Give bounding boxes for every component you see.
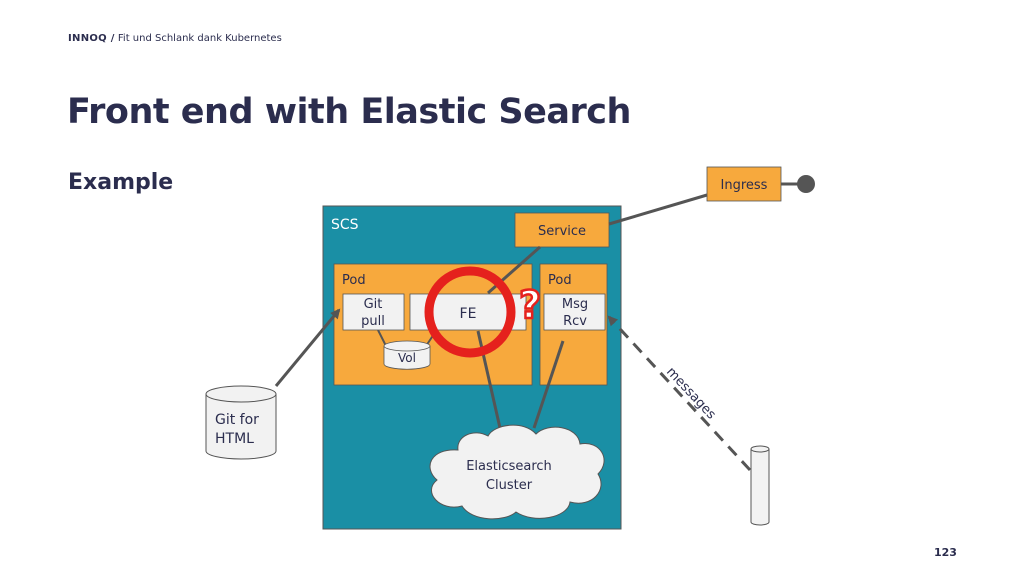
service-label: Service: [538, 224, 586, 239]
elasticsearch-label-1: Elasticsearch: [466, 459, 552, 474]
scs-label: SCS: [331, 217, 359, 233]
question-mark: ?: [519, 283, 541, 327]
messages-arrow: [607, 315, 752, 472]
pod-right-label: Pod: [548, 273, 572, 288]
msg-rcv-label-2: Rcv: [563, 314, 587, 329]
ingress-box: [706, 166, 782, 202]
elasticsearch-cloud: Elasticsearch Cluster: [429, 424, 605, 520]
vol-to-gitpull-line: [377, 329, 387, 347]
msgrcv-to-cluster-line: [532, 340, 565, 429]
git-for-html-label-2: HTML: [215, 431, 254, 447]
pod-left-label: Pod: [342, 273, 366, 288]
git-for-html-db: Git for HTML: [205, 385, 277, 460]
slide-subtitle: Example: [68, 170, 174, 195]
git-to-gitpull-arrow: [274, 308, 341, 387]
service-box: [514, 212, 610, 248]
highlight-circle: [424, 266, 516, 358]
header: INNOQ / Fit und Schlank dank Kubernetes: [68, 33, 282, 44]
messages-label: messages: [663, 364, 719, 422]
ingress-to-service-line: [608, 193, 708, 226]
page-number: 123: [934, 546, 957, 559]
msg-rcv-box: [543, 293, 606, 331]
brand-logo: INNOQ /: [68, 33, 115, 44]
vol-label: Vol: [398, 351, 416, 365]
fe-label: FE: [460, 306, 477, 322]
message-queue: [750, 445, 770, 526]
talk-title: Fit und Schlank dank Kubernetes: [117, 33, 282, 44]
vol-cylinder: Vol: [383, 340, 431, 370]
git-pull-label-2: pull: [361, 314, 385, 329]
git-pull-box: [342, 293, 405, 331]
ingress-label: Ingress: [721, 178, 768, 193]
elasticsearch-label-2: Cluster: [486, 478, 533, 493]
slide-title: Front end with Elastic Search: [67, 92, 631, 132]
ingress-endpoint-dot: [797, 175, 815, 193]
git-pull-label-1: Git: [364, 297, 383, 312]
msg-rcv-label-1: Msg: [562, 297, 588, 312]
git-for-html-label-1: Git for: [215, 412, 259, 428]
